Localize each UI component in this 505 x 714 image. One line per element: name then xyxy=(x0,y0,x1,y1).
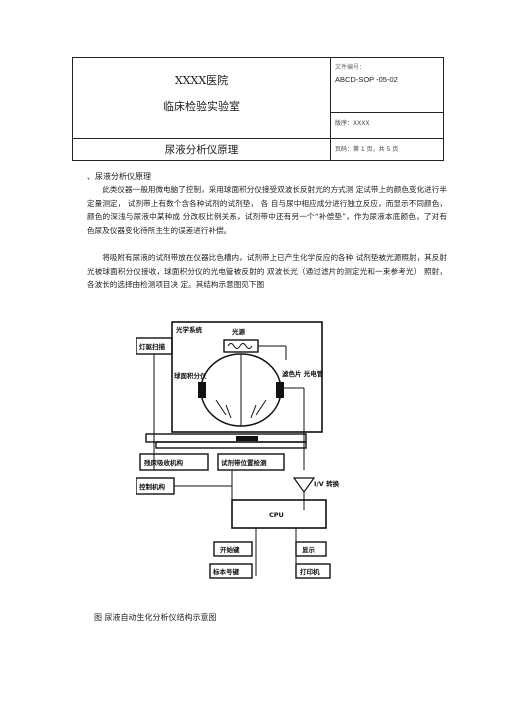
urine-absorb-box xyxy=(139,453,209,471)
control-label: 控制机构 xyxy=(139,482,166,491)
display-label: 显示 xyxy=(302,545,316,554)
light-path xyxy=(225,404,232,419)
optical-system-label: 光学系统 xyxy=(175,325,203,334)
hospital-name: XXXX医院 xyxy=(174,74,229,87)
strip-detect-box xyxy=(217,453,285,471)
optical-system-box xyxy=(171,321,323,433)
filter-photocell-label: 滤色片 光电管 xyxy=(282,369,324,378)
doc-number-label: 文件编号： xyxy=(335,64,366,71)
lamp-icon xyxy=(223,339,259,353)
display-box xyxy=(295,541,327,557)
printer-label: 打印机 xyxy=(300,567,320,576)
photocell-right-icon xyxy=(276,382,284,398)
header-table: XXXX医院 临床检验实验室 文件编号： ABCD-SOP -05-02 版序：… xyxy=(72,57,444,161)
light-path xyxy=(255,399,267,416)
reagent-strip-icon xyxy=(236,436,258,441)
start-key-box xyxy=(213,541,253,557)
paragraph: 将吸附有尿液的试剂带放在仪器比色槽内，试剂带上已产生化学反应的各种 试剂垫被光源… xyxy=(87,253,447,290)
sphere-integrator-label: 球面积分仪 xyxy=(174,371,207,380)
urine-absorb-label: 残尿吸收机构 xyxy=(144,458,184,467)
version-info: 版序：XXXX xyxy=(335,120,370,127)
table-divider xyxy=(330,112,444,113)
strip-tray xyxy=(155,441,307,449)
section-heading: 、尿液分析仪原理 xyxy=(87,172,151,181)
photocell-left-icon xyxy=(198,382,206,398)
page-info: 页码：第 1 页，共 5 页 xyxy=(335,146,399,153)
filament-icon xyxy=(227,343,253,349)
doc-number: ABCD-SOP -05-02 xyxy=(335,75,398,84)
iv-converter-icon xyxy=(292,477,316,494)
doc-title: 尿液分析仪原理 xyxy=(164,144,239,156)
light-path xyxy=(215,399,227,416)
strip-tray xyxy=(145,433,307,443)
cpu-box xyxy=(231,499,327,529)
strip-detect-label: 试剂带位置检测 xyxy=(221,458,267,467)
figure-caption: 图 尿液自动生化分析仪结构示意图 xyxy=(94,613,217,622)
printer-box xyxy=(295,563,331,579)
table-divider xyxy=(73,138,443,139)
start-key-label: 开始键 xyxy=(220,545,240,554)
sample-no-box xyxy=(209,563,253,579)
light-path xyxy=(250,404,257,419)
sample-no-label: 标本号键 xyxy=(212,567,240,576)
analyzer-structure-diagram: 光学系统 光源 球面积分仪 滤色片 光电管 灯驱扫描 残尿吸收机构 试剂带位置检… xyxy=(136,321,340,579)
cpu-label: CPU xyxy=(269,511,284,519)
lab-name: 临床检验实验室 xyxy=(163,100,240,113)
paragraph: 此类仪器一般用微电脑了控制，采用球面积分仪接受双波长反射光的方式测 定试带上的颜… xyxy=(87,185,447,235)
light-source-label: 光源 xyxy=(231,327,246,336)
iv-convert-label: I/V 转换 xyxy=(314,479,340,488)
lamp-scan-label: 灯驱扫描 xyxy=(139,342,166,351)
table-divider xyxy=(330,58,331,160)
